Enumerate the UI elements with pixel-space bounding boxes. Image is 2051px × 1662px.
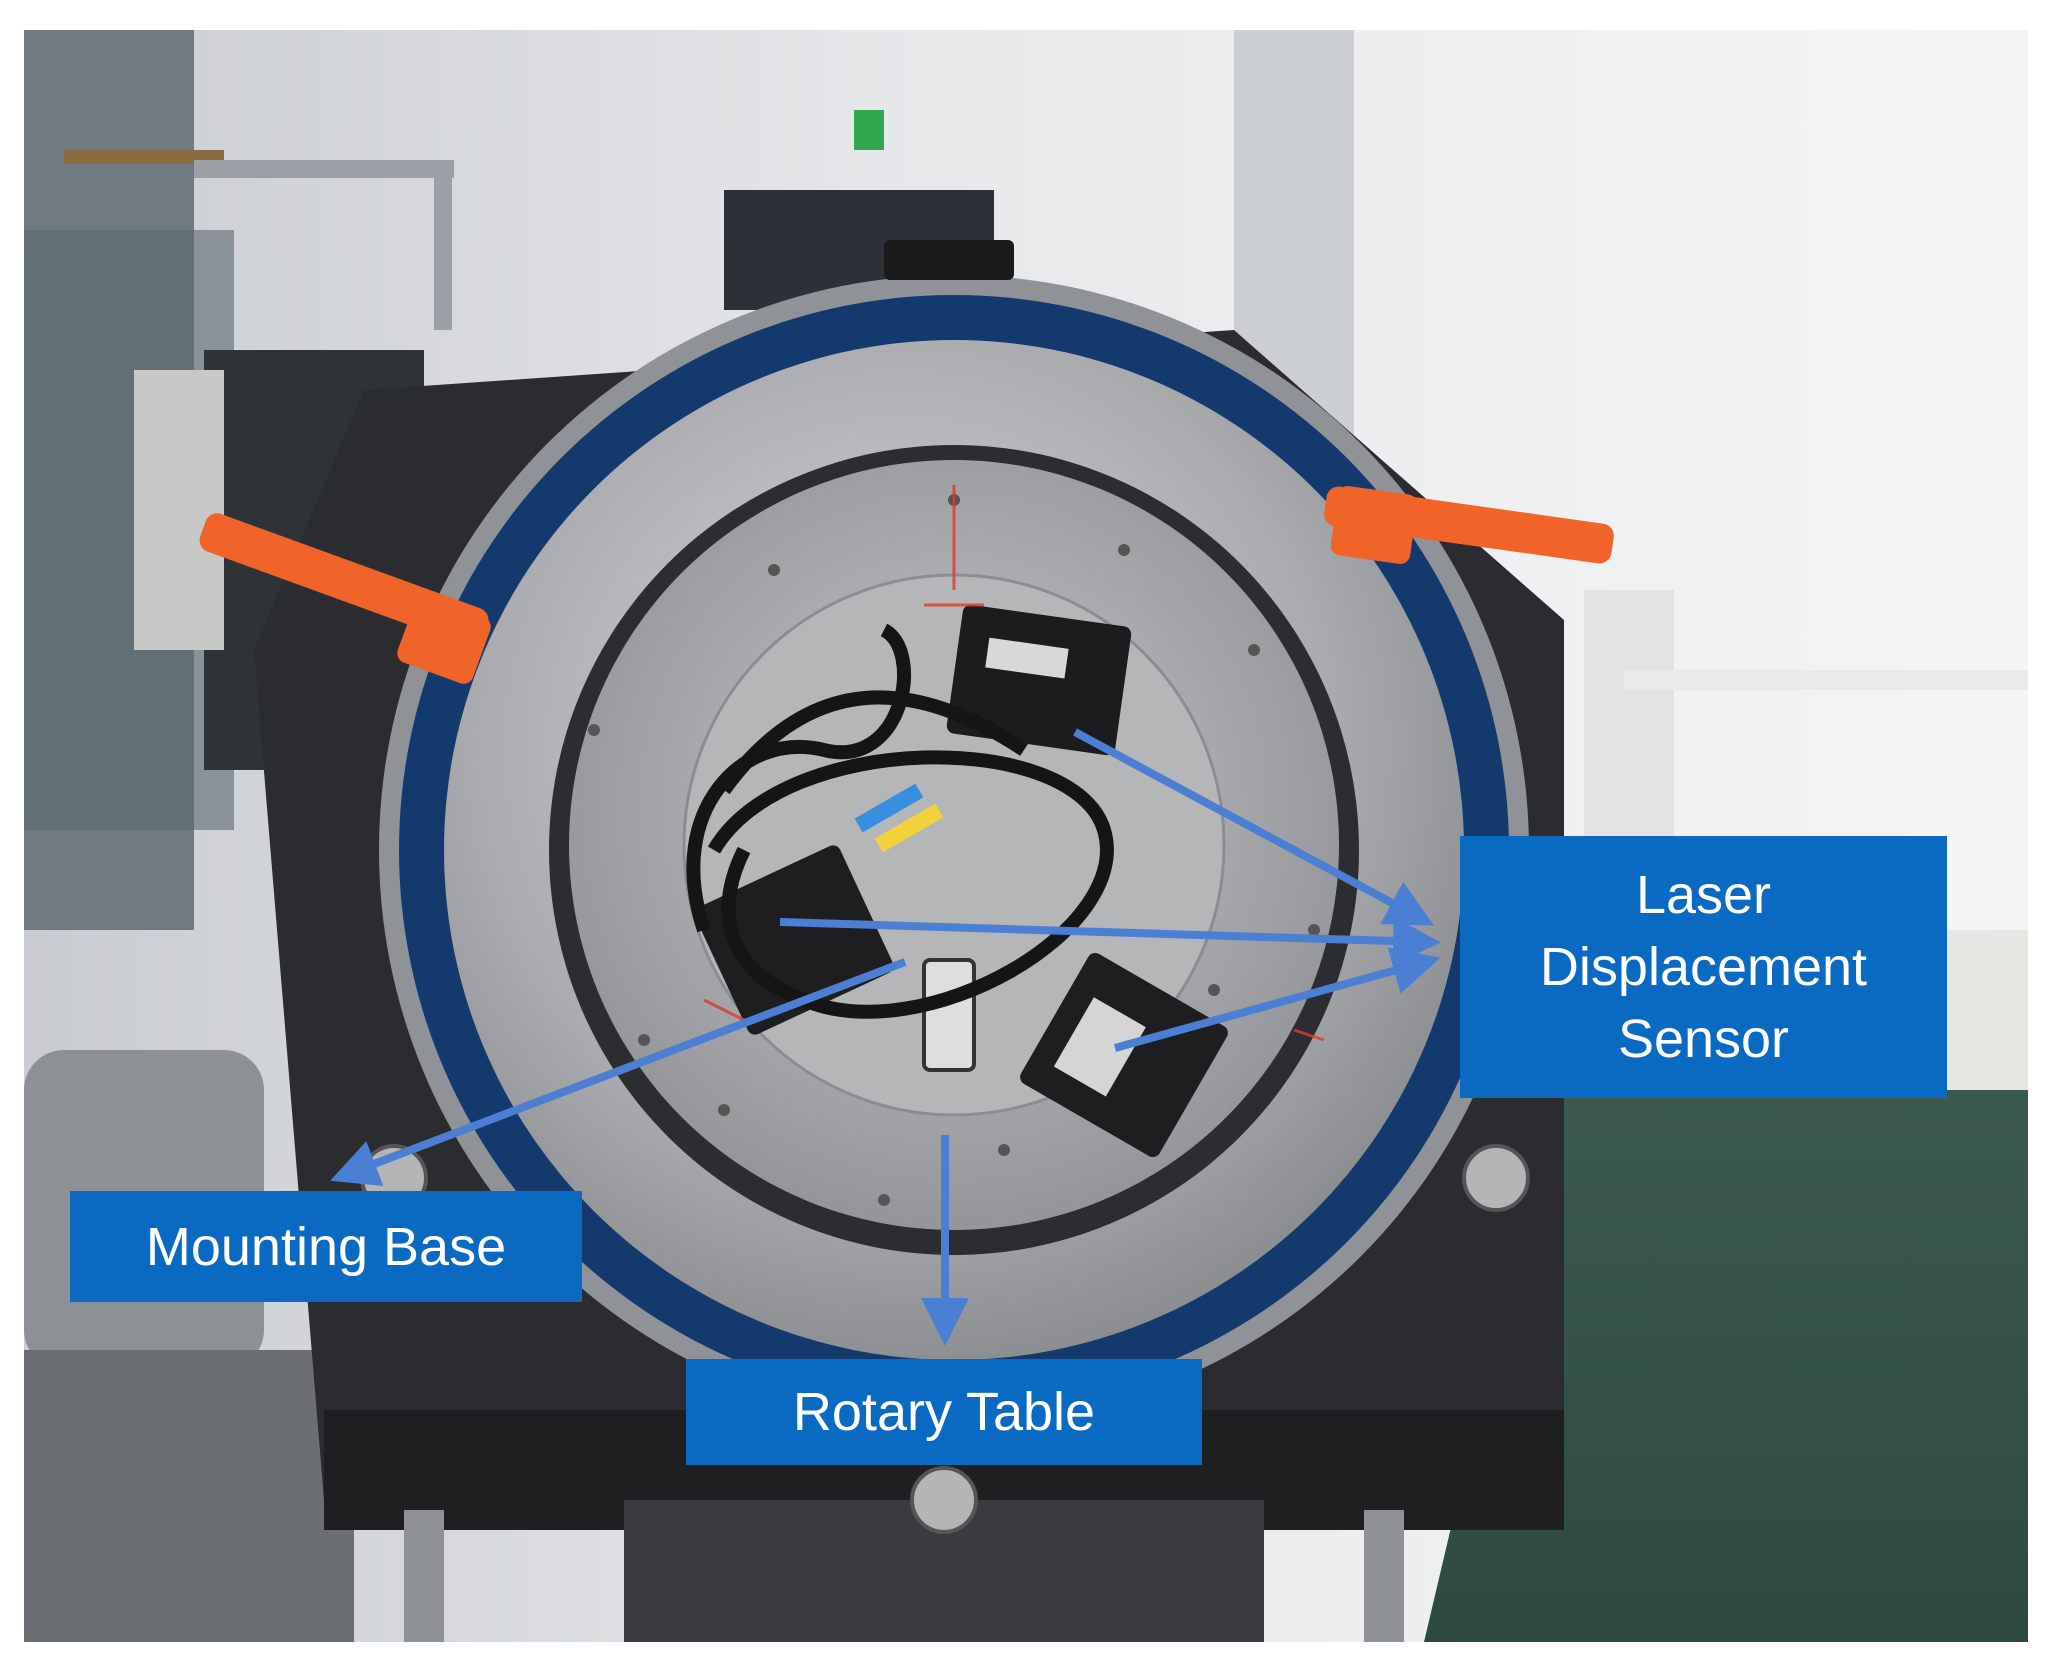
mounting-base-label: Mounting Base (70, 1191, 582, 1302)
orange-handle-left (199, 513, 491, 684)
rotary-table-text: Rotary Table (792, 1382, 1096, 1442)
exit-sign (854, 110, 884, 150)
center-connector (922, 958, 976, 1072)
rotary-table-label: Rotary Table (686, 1359, 1202, 1465)
laser-sensor-text: Laser Displacement Sensor (1539, 865, 1868, 1069)
floor (1424, 1030, 2028, 1642)
mounting-base-text: Mounting Base (145, 1216, 507, 1277)
orange-handle-right (1324, 486, 1614, 564)
laser-displacement-sensor-label: Laser Displacement Sensor (1460, 836, 1947, 1098)
laser-sensor-top (946, 604, 1132, 756)
